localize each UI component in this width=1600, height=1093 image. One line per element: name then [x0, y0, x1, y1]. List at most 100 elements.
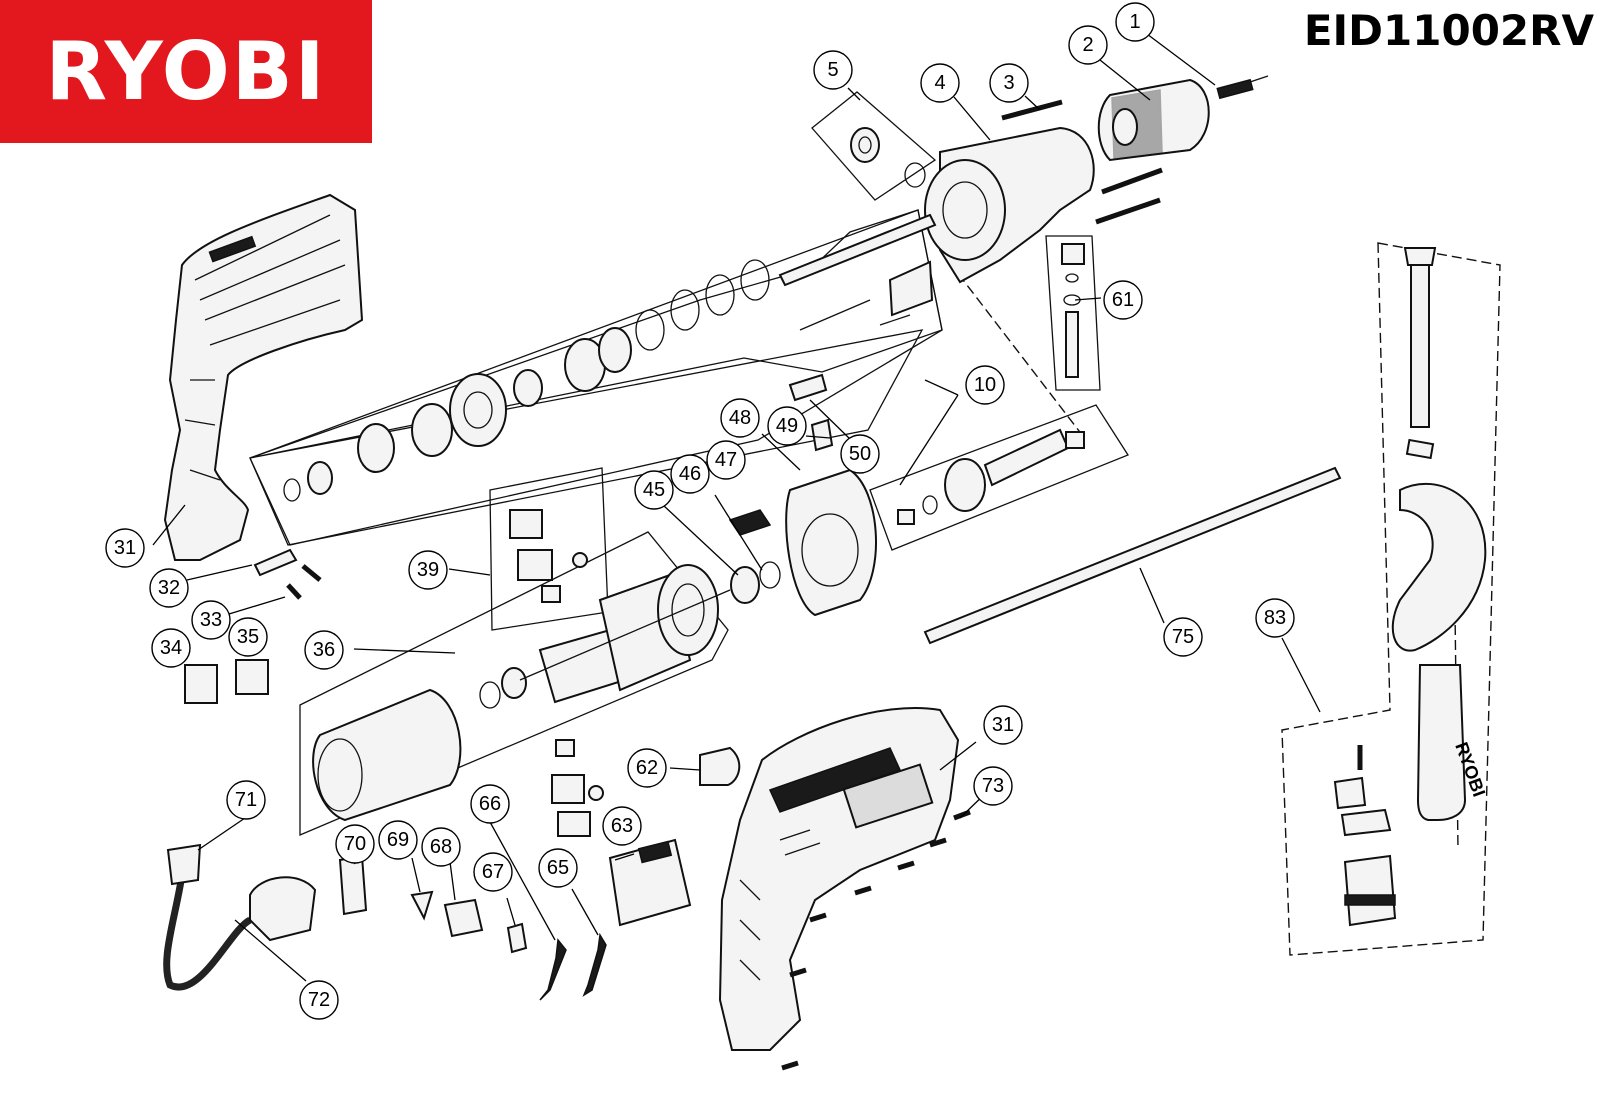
callout-10: 10 [965, 365, 1005, 405]
screw-73-7 [781, 1060, 799, 1071]
svg-text:71: 71 [235, 789, 257, 811]
svg-text:69: 69 [387, 829, 409, 851]
armature-fan-inner [671, 583, 705, 637]
ryobi-logo: RYOBI [0, 0, 372, 143]
svg-text:49: 49 [776, 415, 798, 437]
svg-text:31: 31 [114, 537, 136, 559]
callout-45: 45 [634, 470, 674, 510]
svg-text:50: 50 [849, 443, 871, 465]
callout-67: 67 [473, 852, 513, 892]
screw-33-1 [301, 564, 322, 582]
bearing-10a [598, 327, 632, 373]
svg-text:32: 32 [158, 577, 180, 599]
pin-10a [799, 299, 871, 331]
brush-spring-lower [588, 785, 604, 801]
handle-star [1333, 776, 1367, 810]
gear-housing-bore [924, 159, 1006, 261]
housing-right-label-area [842, 763, 934, 829]
callout-36: 36 [304, 630, 344, 670]
housing-left-vent [208, 235, 257, 263]
gearbox-outline [249, 209, 943, 546]
handle-bolt-head [1403, 247, 1437, 266]
washer-45 [730, 566, 760, 604]
bearing-10c [307, 461, 333, 495]
bearing-10b [513, 369, 543, 407]
spindle-group-box [869, 404, 1129, 551]
brush-spring-39 [572, 552, 588, 568]
terminal-block-35 [235, 659, 269, 695]
callout-46: 46 [670, 454, 710, 494]
svg-text:75: 75 [1172, 626, 1194, 648]
housing-right-grip-lines [739, 829, 821, 981]
svg-text:3: 3 [1003, 72, 1014, 94]
armature-group-box [299, 531, 729, 836]
leader-lines [152, 33, 1321, 982]
chuck-screw [1216, 78, 1254, 100]
bearing-5-inner [858, 136, 872, 154]
svg-text:35: 35 [237, 626, 259, 648]
svg-text:65: 65 [547, 857, 569, 879]
callout-68: 68 [421, 827, 461, 867]
ring-10a [635, 309, 665, 351]
strain-relief-70 [338, 854, 368, 916]
svg-text:70: 70 [344, 833, 366, 855]
housing-left-ribs [184, 214, 346, 481]
spindle-end-bearing [1065, 431, 1085, 449]
callout-49: 49 [767, 406, 807, 446]
svg-text:5: 5 [827, 59, 838, 81]
handle-collar [1340, 808, 1392, 837]
gear-housing-bore-inner [942, 181, 988, 239]
svg-text:45: 45 [643, 479, 665, 501]
cord-protector-71 [166, 843, 202, 886]
gear-cover-bore [801, 513, 859, 587]
handle-hub [1343, 854, 1397, 927]
spindle-gear [944, 458, 986, 512]
brush-holder-lower-3 [557, 811, 591, 837]
svg-text:83: 83 [1264, 607, 1286, 629]
side-handle-clamp [1391, 482, 1487, 652]
washer-10 [283, 478, 301, 502]
ring-10b [670, 289, 700, 331]
piston-group-box [1045, 235, 1101, 391]
brush-holder-lower-2 [551, 774, 585, 804]
callout-69: 69 [378, 820, 418, 860]
brush-plate-47 [728, 509, 772, 536]
callout-31-right: 31 [983, 705, 1023, 745]
piston-ring-1 [1065, 273, 1079, 283]
svg-text:73: 73 [982, 775, 1004, 797]
callout-4: 4 [920, 63, 960, 103]
svg-text:66: 66 [479, 793, 501, 815]
lead-wire-66 [539, 938, 567, 1001]
switch-63-trigger [637, 840, 673, 864]
intermediate-shaft [778, 213, 937, 287]
svg-text:61: 61 [1112, 289, 1134, 311]
armature-washer [479, 681, 501, 709]
callout-75: 75 [1163, 617, 1203, 657]
callout-83: 83 [1255, 598, 1295, 638]
callout-65: 65 [538, 848, 578, 888]
terminal-34 [184, 664, 218, 704]
long-screw-3 [1095, 197, 1161, 225]
screw-73-3 [897, 860, 915, 871]
callout-71: 71 [226, 780, 266, 820]
stator-coil [317, 738, 363, 812]
svg-text:33: 33 [200, 609, 222, 631]
depth-rod [923, 466, 1342, 645]
cable-clamp-69 [410, 890, 434, 921]
handle-bolt [1410, 261, 1430, 428]
cover-67 [506, 922, 528, 954]
callout-70: 70 [335, 824, 375, 864]
callout-1: 1 [1115, 2, 1155, 42]
svg-text:63: 63 [611, 815, 633, 837]
long-screw-2 [1101, 167, 1163, 195]
callout-5: 5 [813, 50, 853, 90]
svg-text:67: 67 [482, 861, 504, 883]
screw-73-4 [854, 885, 872, 896]
callout-61: 61 [1103, 280, 1143, 320]
handle-hub-band [1344, 894, 1396, 906]
spindle [983, 428, 1070, 487]
piston-rod [1065, 311, 1079, 378]
ring-10d [740, 259, 770, 301]
spindle-sleeve [897, 509, 915, 525]
callout-33: 33 [191, 600, 231, 640]
